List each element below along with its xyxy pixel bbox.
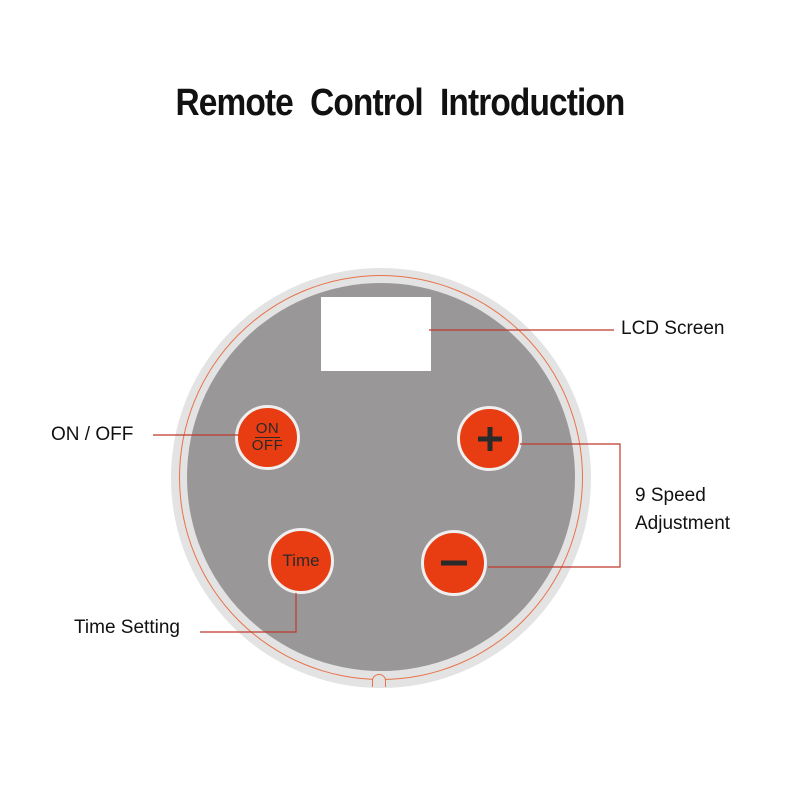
speed-label-line1: 9 Speed (635, 485, 706, 506)
page-title: Remote Control Introduction (175, 82, 626, 124)
off-label: OFF (251, 437, 284, 454)
on-label: ON (254, 420, 281, 438)
speed-up-button[interactable] (457, 406, 522, 471)
remote-notch (372, 674, 386, 687)
time-setting-label: Time Setting (74, 617, 180, 638)
on-off-button[interactable]: ON OFF (235, 405, 300, 470)
speed-adjustment-label: 9 Speed Adjustment (635, 482, 730, 538)
lcd-screen-label: LCD Screen (621, 318, 725, 339)
plus-icon (477, 426, 502, 451)
time-label: Time (282, 551, 320, 570)
minus-icon (441, 560, 467, 566)
speed-down-button[interactable] (421, 530, 487, 596)
on-off-label: ON / OFF (51, 424, 134, 445)
speed-label-line2: Adjustment (635, 513, 731, 534)
lcd-screen (321, 297, 431, 371)
time-button[interactable]: Time (268, 528, 334, 594)
